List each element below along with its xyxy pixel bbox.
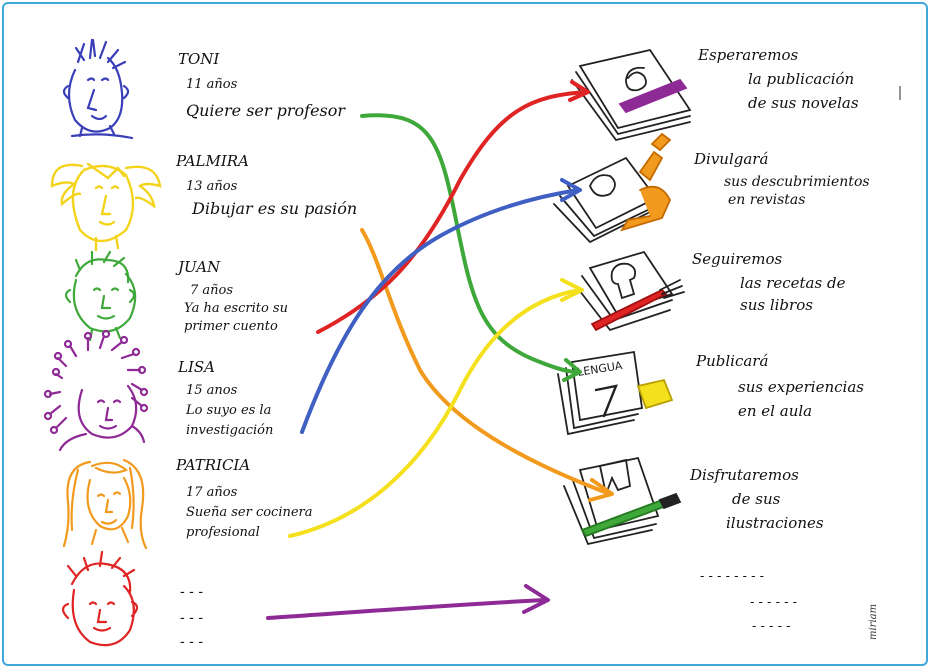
outcome-line: en el aula bbox=[738, 402, 812, 420]
arrow-toni-head bbox=[562, 358, 582, 382]
outcome-line: Publicará bbox=[695, 352, 768, 370]
arrow-future bbox=[266, 598, 548, 620]
outcome-line: de sus novelas bbox=[748, 94, 859, 112]
arrow-palmira-to-ilustraciones bbox=[360, 228, 612, 496]
outcome-line: sus descubrimientos bbox=[724, 174, 870, 190]
kid-description: primer cuento bbox=[184, 319, 278, 334]
kid-placeholder: - - - bbox=[180, 610, 203, 626]
patricia-face-icon bbox=[62, 458, 148, 550]
kid-entry-toni: TONI 11 años Quiere ser profesor bbox=[178, 50, 346, 120]
outcome-line: las recetas de bbox=[740, 274, 846, 292]
outcome-2: Divulgará sus descubrimientos en revista… bbox=[693, 150, 870, 208]
kid-age: 15 anos bbox=[186, 383, 238, 398]
kid-description: Lo suyo es la bbox=[185, 403, 271, 418]
kid-age: 17 años bbox=[186, 485, 238, 500]
palmira-face-icon bbox=[50, 162, 162, 252]
outcome-line: sus libros bbox=[740, 296, 813, 314]
microscope-icon bbox=[553, 132, 672, 244]
toni-face-icon bbox=[62, 38, 134, 140]
arrow-juan-to-novelas bbox=[316, 90, 588, 334]
kid-age: 7 años bbox=[190, 283, 233, 298]
kid-name: PALMIRA bbox=[175, 152, 249, 170]
kid-placeholder: - - - bbox=[180, 584, 203, 600]
outcome-placeholder: - - - - - - - - bbox=[700, 569, 764, 584]
kid-description: profesional bbox=[186, 525, 260, 540]
kid-name: PATRICIA bbox=[175, 456, 250, 474]
outcome-4: Publicará sus experiencias en el aula bbox=[695, 352, 864, 420]
arrow-toni-to-lengua bbox=[360, 113, 580, 374]
kid-name: LISA bbox=[177, 358, 215, 376]
outcome-placeholder: - - - - - - bbox=[750, 595, 797, 610]
outcome-placeholder: - - - - - bbox=[752, 619, 791, 634]
outcome-1: Esperaremos la publicación de sus novela… bbox=[697, 46, 859, 112]
kid-name: TONI bbox=[178, 50, 220, 68]
kid-entry-palmira: PALMIRA 13 años Dibujar es su pasión bbox=[175, 152, 357, 218]
recipe-book-icon bbox=[575, 250, 685, 332]
kid-description: investigación bbox=[186, 423, 273, 438]
kid-description: Quiere ser profesor bbox=[186, 101, 346, 120]
kid-entry-future: - - - - - - - - - bbox=[180, 584, 203, 650]
lisa-face-icon bbox=[43, 329, 149, 452]
lengua-book-icon: LENGUA bbox=[557, 350, 674, 436]
artist-signature: miriam bbox=[868, 604, 879, 640]
juan-face-icon bbox=[64, 250, 137, 342]
kid-name: JUAN bbox=[175, 258, 221, 276]
outcome-3: Seguiremos las recetas de sus libros bbox=[692, 250, 846, 314]
arrow-juan-head bbox=[568, 80, 590, 102]
arrow-future-head bbox=[522, 584, 550, 614]
outcome-line: la publicación bbox=[748, 70, 854, 88]
kid-age: 13 años bbox=[186, 179, 238, 194]
kid-description: Ya ha escrito su bbox=[184, 301, 288, 316]
outcome-line: ilustraciones bbox=[726, 514, 824, 532]
kid-placeholder: - - - bbox=[180, 634, 203, 650]
kid-age: 11 años bbox=[186, 77, 238, 92]
arrow-patricia-head bbox=[560, 278, 584, 302]
novel-book-icon bbox=[571, 48, 692, 142]
future-kid-face-icon bbox=[61, 550, 139, 647]
kid-description: Dibujar es su pasión bbox=[191, 199, 357, 218]
arrow-patricia-to-recetas bbox=[288, 288, 582, 538]
kid-entry-lisa: LISA 15 anos Lo suyo es la investigación bbox=[177, 358, 273, 438]
book-label: LENGUA bbox=[576, 359, 623, 379]
outcome-line: sus experiencias bbox=[738, 378, 864, 396]
outcome-future: - - - - - - - - - - - - - - - - - - - bbox=[700, 569, 797, 634]
outcome-line: de sus bbox=[732, 490, 781, 508]
outcome-line: Disfrutaremos bbox=[689, 466, 799, 484]
kid-description: Sueña ser cocinera bbox=[186, 505, 313, 520]
outcome-line: Divulgará bbox=[693, 150, 768, 168]
outcome-line: Esperaremos bbox=[697, 46, 799, 64]
illustrations-book-icon bbox=[563, 456, 682, 546]
kid-entry-patricia: PATRICIA 17 años Sueña ser cocinera prof… bbox=[175, 456, 313, 540]
arrow-palmira-head bbox=[588, 478, 614, 502]
outcome-5: Disfrutaremos de sus ilustraciones bbox=[689, 466, 824, 532]
kid-entry-juan: JUAN 7 años Ya ha escrito su primer cuen… bbox=[175, 258, 288, 334]
outcome-line: en revistas bbox=[728, 192, 805, 208]
arrow-lisa-head bbox=[560, 178, 582, 202]
outcome-line: Seguiremos bbox=[692, 250, 783, 268]
arrow-lisa-to-revistas bbox=[300, 188, 580, 434]
